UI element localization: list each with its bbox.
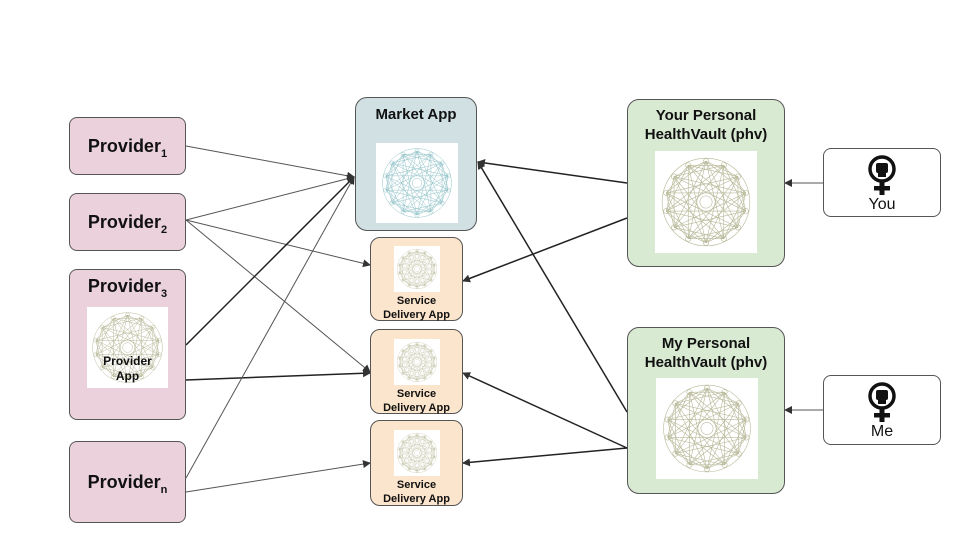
female-fist-icon [866, 155, 898, 197]
provider-2-title: Provider2 [87, 212, 168, 236]
service-app-3-label: Service Delivery App [383, 479, 450, 505]
provider-3-box[interactable]: Provider3 Provider App [69, 269, 186, 420]
provider-n-title: Providern [87, 472, 168, 496]
provider-app-image [87, 307, 168, 388]
edge-yourvault-service1 [462, 217, 628, 283]
edge-yourvault-market [477, 159, 628, 184]
provider-n-box[interactable]: Providern [69, 441, 186, 523]
edge-myvault-service2 [462, 372, 628, 449]
service-app-2-image [394, 339, 440, 385]
your-vault-image [655, 151, 757, 253]
edge-providern-market [185, 176, 355, 479]
your-vault-title: Your Personal HealthVault (phv) [644, 107, 768, 143]
my-personal-healthvault[interactable]: My Personal HealthVault (phv) [627, 327, 785, 494]
person-me-box[interactable]: Me [823, 375, 941, 445]
provider-3-title: Provider3 [87, 276, 168, 300]
person-you-box[interactable]: You [823, 148, 941, 217]
female-fist-icon [866, 382, 898, 424]
edge-myvault-market [477, 161, 628, 413]
edge-provider1-market [185, 145, 355, 180]
service-app-1-image [394, 246, 440, 292]
edge-provider2-market [185, 174, 355, 221]
edge-providern-service3 [185, 460, 371, 493]
edge-provider3-market [185, 176, 355, 346]
service-delivery-app-3[interactable]: Service Delivery App [370, 420, 463, 506]
provider-1-title: Provider1 [87, 136, 168, 160]
edge-provider2-service2 [185, 219, 371, 373]
market-app-image [376, 143, 458, 223]
person-me-label: Me [870, 423, 894, 440]
edge-provider3-service2 [185, 369, 371, 381]
service-app-3-image [394, 430, 440, 476]
market-app-box[interactable]: Market App [355, 97, 477, 231]
service-delivery-app-2[interactable]: Service Delivery App [370, 329, 463, 414]
your-personal-healthvault[interactable]: Your Personal HealthVault (phv) [627, 99, 785, 267]
provider-app-label: Provider App [103, 354, 152, 383]
my-vault-image [656, 378, 758, 479]
provider-1-box[interactable]: Provider1 [69, 117, 186, 175]
service-app-1-label: Service Delivery App [383, 295, 450, 321]
person-you-label: You [868, 196, 896, 213]
my-vault-title: My Personal HealthVault (phv) [644, 335, 768, 371]
service-delivery-app-1[interactable]: Service Delivery App [370, 237, 463, 321]
market-app-title: Market App [375, 106, 457, 123]
provider-2-box[interactable]: Provider2 [69, 193, 186, 251]
edge-myvault-service3 [462, 447, 628, 467]
edge-provider2-service1 [185, 219, 371, 268]
service-app-2-label: Service Delivery App [383, 388, 450, 414]
